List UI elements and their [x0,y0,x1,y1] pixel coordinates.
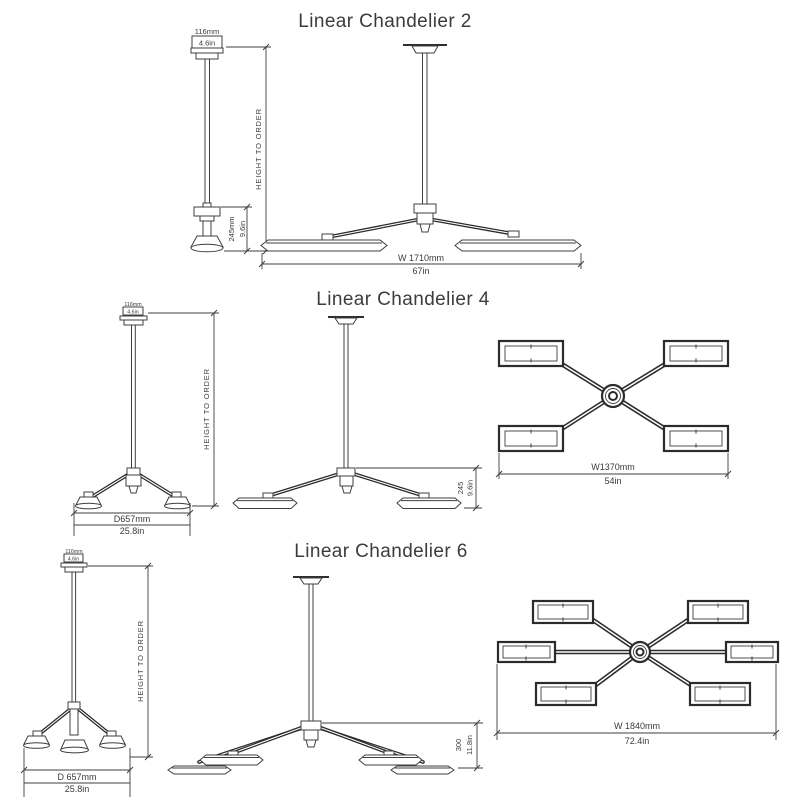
arm-bracket [321,233,334,241]
chandelier-4-front-view: 245 9.6in [232,316,482,512]
arm-bracket [507,230,520,238]
central-hub [336,467,356,494]
light-bar-top-right [686,599,750,625]
section-title-chandelier-2: Linear Chandelier 2 [298,11,471,32]
dim-depth: D657mm 25.8in [70,503,194,536]
chandelier-6-front-view: 300 11.8in [167,576,483,775]
arm-bracket [418,492,430,499]
width-dim-in: 72.4in [625,736,650,746]
section-title-chandelier-4: Linear Chandelier 4 [316,289,489,310]
dim-height-to-order: HEIGHT TO ORDER [88,562,153,761]
canopy-dim-mm: 116mm [195,27,219,36]
chandelier-4-end-view: 116mm 4.6in [70,302,219,536]
drop-dim-mm: 300 [454,739,463,752]
dim-fixture-drop: 245 9.6in [356,464,482,512]
stem-rod [343,323,349,469]
far-left-light-bar [167,765,232,775]
canopy-dim-box [122,306,144,316]
central-hub [300,720,322,748]
width-dim-in: 54in [604,476,621,486]
canopy-dim-box [63,553,84,563]
chandelier-4-top-view: W1370mm 54in [495,339,732,486]
canopy-dim-in: 4.6in [199,39,215,48]
center-shade-end [60,739,89,754]
chandelier-6-end-view: 116mm 4.6in [20,549,153,797]
drop-dim-in: 9.6in [465,480,474,496]
light-bar-top-left [531,599,595,625]
canopy-dim-mm: 116mm [124,302,142,308]
canopy-dim-in: 4.6in [127,310,139,316]
canopy [190,47,224,54]
height-to-order-label: HEIGHT TO ORDER [202,368,211,450]
central-hub [67,701,81,736]
depth-dim-mm: D 657mm [57,772,96,782]
drop-dim-in: 9.6in [238,221,247,237]
far-right-light-bar [390,765,455,775]
stem-rod [204,58,210,207]
canopy-dim-mm: 116mm [65,549,83,555]
drop-dim-mm: 245mm [227,216,236,241]
drop-dim-mm: 245 [456,482,465,495]
dim-overall-width: W 1840mm 72.4in [493,664,780,746]
left-shade-end [75,491,102,510]
depth-dim-in: 25.8in [120,526,145,536]
canopy-dim-in: 4.6in [68,557,80,563]
stem-rod [308,583,314,722]
section-chandelier-2: Linear Chandelier 2 116mm 4.6in [190,11,585,276]
chandelier-6-top-view: W 1840mm 72.4in [493,599,780,746]
section-title-chandelier-6: Linear Chandelier 6 [294,541,467,562]
near-right-light-bar [358,754,423,766]
stem-rod [131,324,136,469]
left-shade-end [23,730,50,749]
dim-height-to-order: HEIGHT TO ORDER [148,309,219,510]
height-to-order-label: HEIGHT TO ORDER [136,620,145,702]
left-light-bar [232,497,298,509]
width-dim-mm: W 1710mm [398,253,444,263]
central-hub-top [600,383,626,409]
arm-bracket [262,492,274,499]
right-shade-end [99,730,126,749]
right-shade-end [164,491,191,510]
drop-dim-in: 11.8in [465,735,474,755]
central-hub-top [628,640,652,664]
depth-dim-mm: D657mm [114,514,151,524]
right-light-bar [396,497,462,509]
right-light-bar [454,239,582,252]
dim-fixture-drop: 245mm 9.6in [221,203,252,255]
canopy [119,315,148,321]
dim-fixture-drop: 300 11.8in [322,719,483,772]
central-hub [125,467,142,494]
width-dim-in: 67in [412,266,429,276]
near-left-light-bar [199,754,264,766]
section-chandelier-4: Linear Chandelier 4 116mm 4.6in [70,289,732,536]
dim-depth: D 657mm 25.8in [20,748,134,797]
dim-height-to-order: HEIGHT TO ORDER [224,43,271,255]
width-dim-mm: W 1840mm [614,721,660,731]
section-chandelier-6: Linear Chandelier 6 116mm 4.6in [20,541,780,797]
chandelier-2-end-view: 116mm 4.6in 245mm 9.6in [190,27,271,255]
stem-rod [71,571,77,703]
fixture-end-profile [190,202,224,253]
stem-rod [422,52,428,205]
width-dim-mm: W1370mm [591,462,635,472]
canopy [60,562,88,568]
dim-overall-width: W1370mm 54in [495,453,732,486]
depth-dim-in: 25.8in [65,784,90,794]
dim-overall-width: W 1710mm 67in [258,253,585,276]
central-hub [413,203,437,233]
chandelier-2-front-view: W 1710mm 67in [258,44,585,276]
left-light-bar [260,239,388,252]
height-to-order-label: HEIGHT TO ORDER [254,108,263,190]
light-bar-right [724,640,780,664]
